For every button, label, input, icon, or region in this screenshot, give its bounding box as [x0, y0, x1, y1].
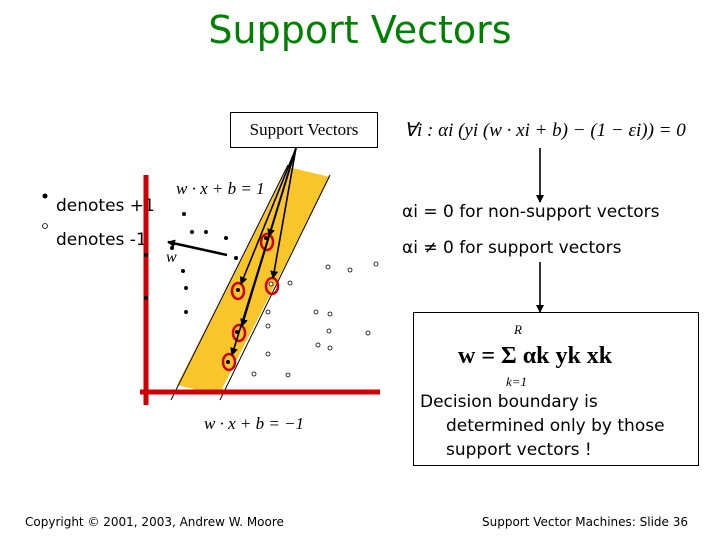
support-vector-ring: [259, 232, 275, 252]
positive-point: [170, 246, 174, 250]
legend-minus-one: denotes -1: [56, 230, 147, 250]
negative-point: [265, 351, 271, 357]
positive-point: [224, 236, 228, 240]
positive-point: [204, 230, 208, 234]
sum-upper-limit: R: [513, 322, 522, 337]
decision-line-2: determined only by those: [446, 416, 665, 436]
legend-minus-dot: [42, 223, 48, 229]
slide-number-footer: Support Vector Machines: Slide 36: [481, 515, 688, 529]
support-vector-ring: [230, 281, 246, 301]
negative-point: [313, 309, 319, 315]
alpha-zero-text: αi = 0 for non-support vectors: [402, 202, 660, 222]
negative-point: [325, 264, 331, 270]
support-vector-pointers: [230, 147, 297, 356]
lower-margin-label: w · x + b = −1: [204, 414, 304, 433]
positive-point: [236, 288, 240, 292]
upper-margin-line: [170, 164, 289, 401]
lower-margin-line: [219, 174, 331, 401]
constraint-equation: ∀i : αi (yi (w · xi + b) − (1 − εi)) = 0: [404, 120, 686, 141]
negative-point: [268, 281, 274, 287]
support-vectors-label-box: Support Vectors: [230, 112, 378, 148]
alpha-nonzero-text: αi ≠ 0 for support vectors: [402, 238, 622, 258]
pointer-arrow: [230, 147, 297, 356]
copyright-footer: Copyright © 2001, 2003, Andrew W. Moore: [25, 515, 284, 529]
positive-point: [184, 310, 188, 314]
negative-point: [315, 342, 321, 348]
negative-point: [347, 267, 353, 273]
positive-point: [181, 269, 185, 273]
w-label: w: [166, 249, 177, 266]
legend-plus-dot: [42, 193, 48, 199]
negative-point: [327, 311, 333, 317]
legend-plus-one: denotes +1: [56, 196, 155, 216]
pointer-arrow: [239, 147, 297, 285]
negative-point: [265, 323, 271, 329]
positive-point: [234, 256, 238, 260]
w-vector-arrow: [167, 239, 228, 257]
weight-sum-formula: w = Σ αk yk xk: [458, 343, 613, 369]
positive-point: [184, 286, 188, 290]
positive-points: [144, 212, 268, 364]
negative-point: [287, 280, 293, 286]
positive-point: [264, 236, 268, 240]
negative-point: [285, 372, 291, 378]
positive-point: [144, 296, 148, 300]
pointer-arrow: [270, 147, 297, 279]
decision-line-1: Decision boundary is: [420, 392, 598, 412]
upper-margin-label: w · x + b = 1: [176, 179, 265, 198]
positive-point: [182, 212, 186, 216]
support-vector-ring: [221, 352, 237, 372]
negative-point: [326, 328, 332, 334]
negative-point: [265, 309, 271, 315]
weight-sum-box: [413, 312, 699, 466]
support-vector-rings: [221, 232, 280, 372]
negative-point: [327, 345, 333, 351]
negative-point: [365, 330, 371, 336]
positive-point: [226, 360, 230, 364]
positive-point: [190, 230, 194, 234]
decision-line-3: support vectors !: [446, 440, 592, 460]
margin-band: [177, 167, 330, 395]
slide-title: Support Vectors: [208, 8, 512, 52]
support-vector-ring: [231, 323, 247, 343]
sum-lower-limit: k=1: [506, 374, 527, 389]
decision-boundary-note: Decision boundary is determined only by …: [420, 390, 696, 462]
negative-point: [251, 371, 257, 377]
negative-points: [251, 261, 379, 378]
positive-point: [144, 253, 148, 257]
negative-point: [373, 261, 379, 267]
